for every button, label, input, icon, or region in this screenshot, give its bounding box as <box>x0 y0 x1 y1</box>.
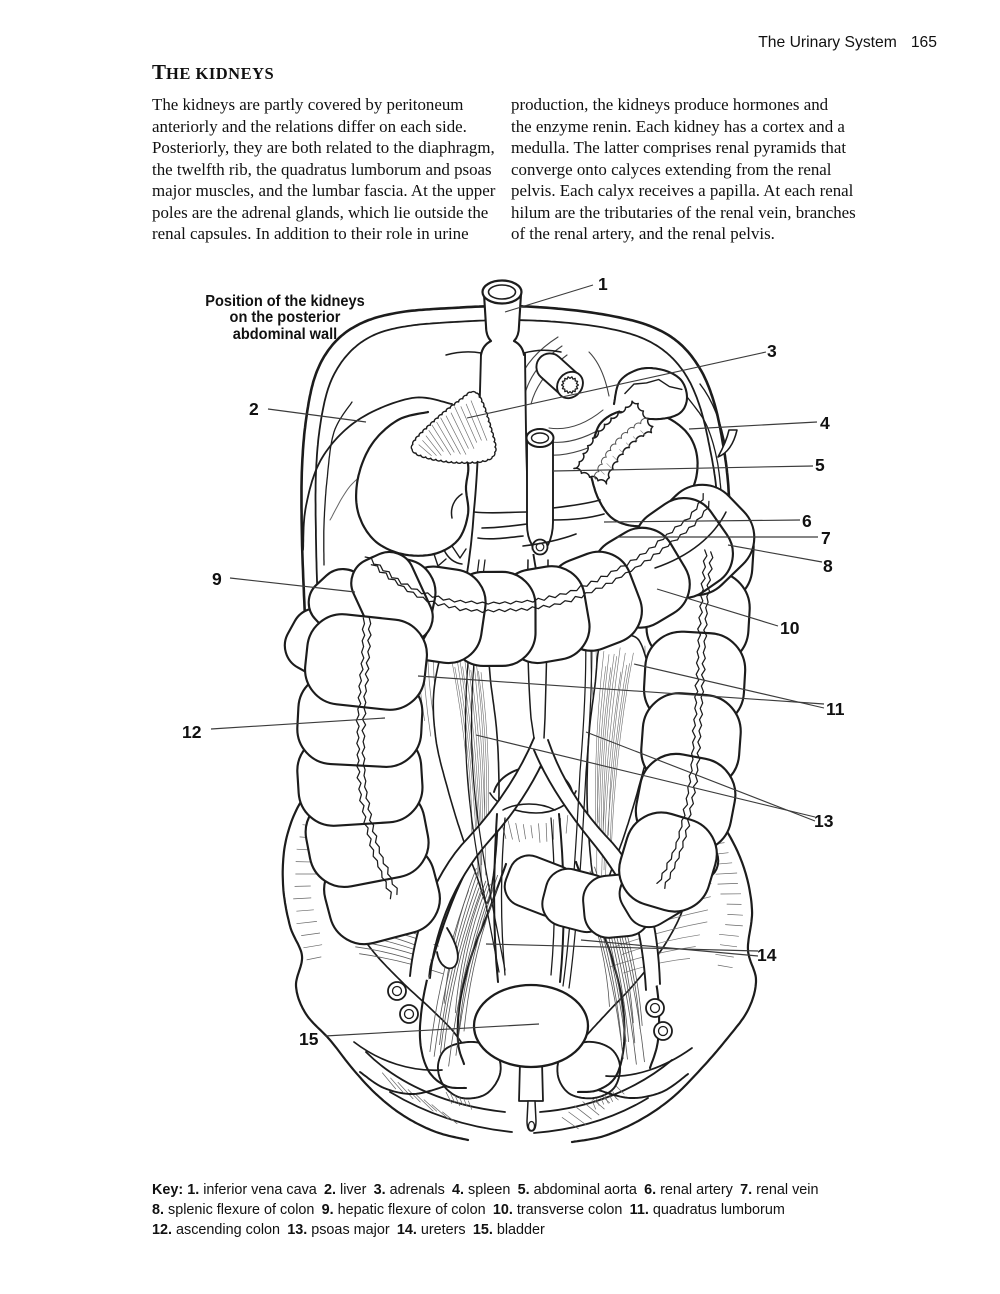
svg-text:6: 6 <box>802 511 812 531</box>
svg-text:14: 14 <box>757 945 777 965</box>
svg-text:4: 4 <box>820 413 830 433</box>
svg-text:12: 12 <box>182 722 202 742</box>
svg-text:10: 10 <box>780 618 800 638</box>
svg-text:3: 3 <box>767 341 777 361</box>
svg-text:1: 1 <box>598 274 608 294</box>
svg-text:5: 5 <box>815 455 825 475</box>
svg-text:8: 8 <box>823 556 833 576</box>
svg-text:7: 7 <box>821 528 831 548</box>
svg-text:11: 11 <box>826 699 845 719</box>
svg-text:13: 13 <box>814 811 834 831</box>
svg-text:2: 2 <box>249 399 259 419</box>
svg-text:9: 9 <box>212 569 222 589</box>
svg-text:15: 15 <box>299 1029 319 1049</box>
